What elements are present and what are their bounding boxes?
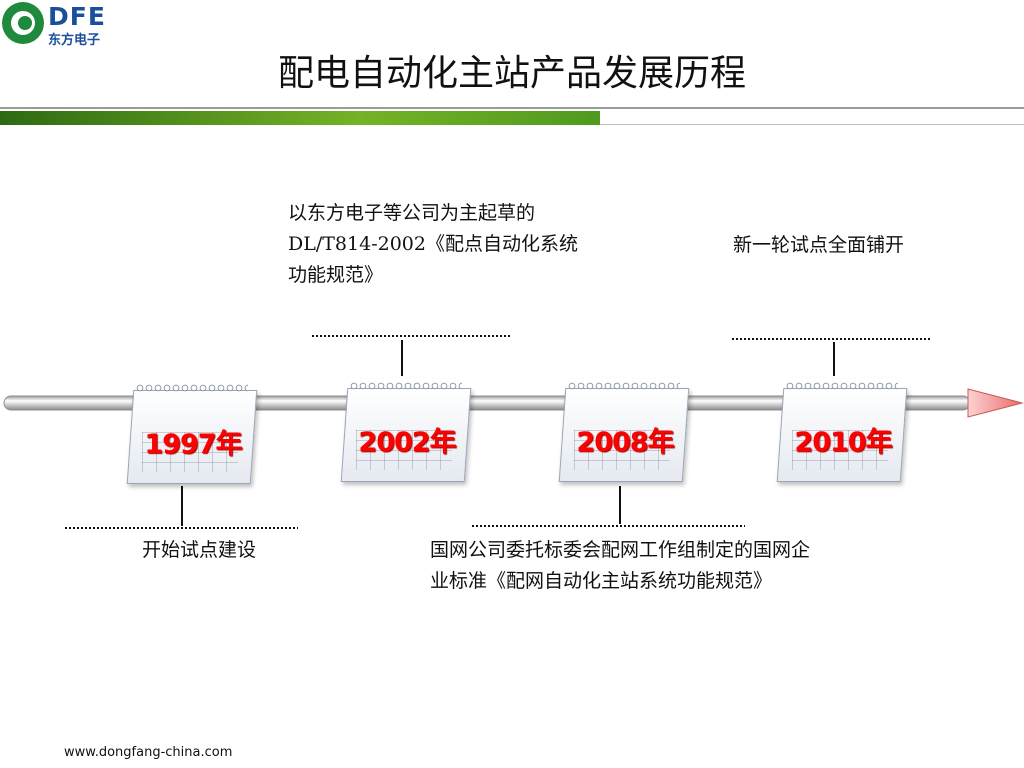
logo-subtext: 东方电子 — [48, 33, 101, 48]
header-thin-rule — [600, 124, 1024, 125]
calendar-2010-icon: 2010年 — [770, 378, 916, 488]
footer-url: www.dongfang-china.com — [64, 745, 233, 760]
calendar-2008-icon: 2008年 — [552, 378, 698, 488]
company-logo: DFE 东方电子 — [0, 0, 120, 50]
timeline-arrow-tip — [967, 388, 1024, 418]
milestone-note-2010: 新一轮试点全面铺开 — [733, 234, 905, 256]
year-label-1997: 1997年 — [144, 429, 242, 460]
milestone-note-2008: 国网公司委托标委会配网工作组制定的国网企业标准《配网自动化主站系统功能规范》 — [430, 539, 811, 592]
calendar-1997-icon: 1997年 — [120, 380, 266, 490]
year-label-2002: 2002年 — [358, 427, 456, 458]
milestone-note-2002: 以东方电子等公司为主起草的DL/T814-2002《配点自动化系统功能规范》 — [288, 202, 578, 286]
logo-text: DFE — [48, 2, 106, 31]
header-divider — [0, 107, 1024, 109]
header-accent-bar — [0, 111, 600, 125]
year-label-2010: 2010年 — [794, 427, 892, 458]
milestone-note-1997: 开始试点建设 — [142, 539, 257, 561]
year-label-2008: 2008年 — [576, 427, 674, 458]
calendar-2002-icon: 2002年 — [334, 378, 480, 488]
page-title: 配电自动化主站产品发展历程 — [277, 53, 746, 94]
logo-mark-icon — [2, 2, 44, 44]
